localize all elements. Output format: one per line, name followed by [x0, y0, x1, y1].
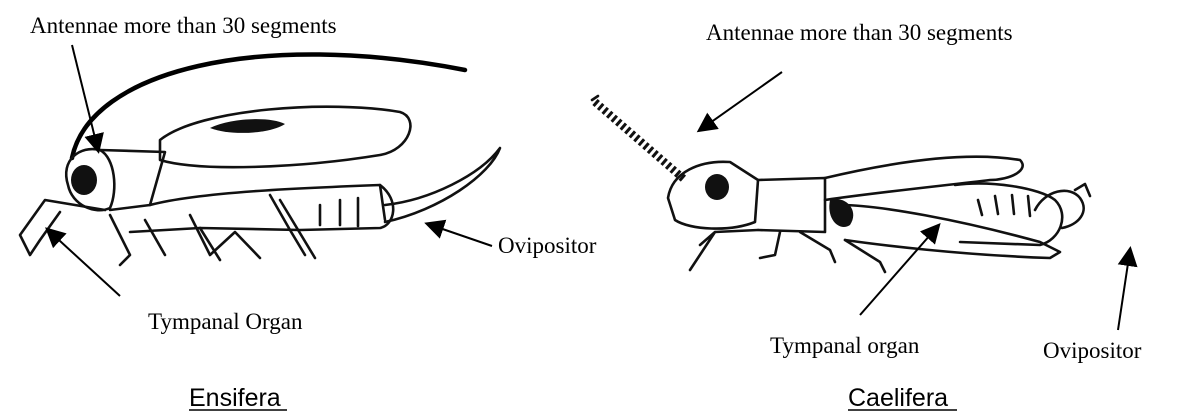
ensifera-drawing	[20, 54, 500, 265]
ensifera-ovipositor	[385, 148, 500, 222]
ensifera-antennae-label: Antennae more than 30 segments	[30, 13, 337, 38]
ensifera-eye	[71, 165, 97, 195]
caelifera-abdomen	[955, 183, 1062, 245]
ensifera-title: Ensifera	[189, 384, 281, 412]
caelifera-ovipositor-label: Ovipositor	[1043, 338, 1142, 363]
caelifera-midleg	[760, 232, 835, 262]
ensifera-antenna-arrow	[72, 45, 98, 150]
ensifera-ovipositor-label: Ovipositor	[498, 233, 597, 258]
caelifera-tympanal-arrow	[860, 226, 938, 315]
caelifera-foreleg	[690, 230, 758, 270]
ensifera-tympanal-arrow	[48, 230, 120, 296]
caelifera-pronotum	[758, 178, 825, 232]
caelifera-ovipositor-arrow	[1118, 250, 1130, 330]
caelifera-hindleg-knee	[829, 199, 853, 227]
ensifera-hindleg	[270, 195, 315, 258]
ensifera-tympanal-label: Tympanal Organ	[148, 309, 303, 334]
ensifera-wing	[160, 107, 410, 167]
ensifera-foreleg-2	[110, 215, 165, 265]
caelifera-eye	[705, 174, 729, 200]
caelifera-antenna	[595, 102, 685, 180]
caelifera-wing	[825, 157, 1023, 200]
caelifera-drawing	[592, 96, 1090, 272]
caelifera-abdomen-segments	[978, 195, 1030, 216]
ensifera-foreleg	[20, 200, 105, 255]
caelifera-antennae-label: Antennae more than 30 segments	[706, 20, 1013, 45]
ensifera-wing-mark	[210, 119, 285, 133]
ensifera-ovipositor-arrow	[428, 224, 492, 246]
ensifera-midleg	[190, 215, 260, 260]
ensifera-abdomen-segments	[320, 185, 385, 226]
caelifera-antenna-tip	[592, 96, 598, 100]
caelifera-title: Caelifera	[848, 384, 948, 412]
ensifera-body	[130, 185, 393, 232]
caelifera-hindleg	[840, 205, 1060, 258]
ensifera-antenna	[72, 54, 465, 158]
caelifera-antenna-arrow	[700, 72, 782, 130]
caelifera-tympanal-label: Tympanal organ	[770, 333, 920, 358]
